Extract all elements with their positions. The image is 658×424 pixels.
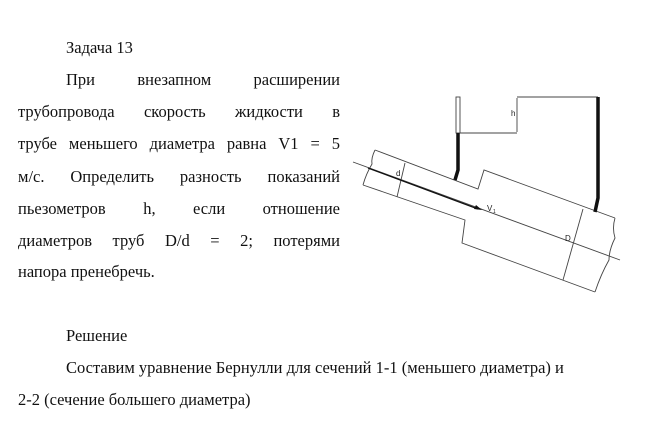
task-text-line: м/с. Определить разность показаний <box>18 167 340 186</box>
task-text-line: диаметров труб D/d = 2; потерями <box>18 231 340 250</box>
velocity-arrow <box>367 167 479 210</box>
task-text-line: пьезометров h, если отношение <box>18 199 340 218</box>
pipe-top-wall <box>374 149 616 219</box>
task-text-line: трубе меньшего диаметра равна V1 = 5 <box>18 134 340 153</box>
pipe-break-right <box>594 217 616 293</box>
task-title: Задача 13 <box>66 38 133 57</box>
solution-text-line: 2-2 (сечение большего диаметра) <box>18 390 251 409</box>
pipe-bottom-wall <box>362 184 596 293</box>
D-dimension <box>562 208 584 281</box>
v-subscript: 1 <box>493 209 496 215</box>
solution-text-line: Составим уравнение Бернулли для сечений … <box>66 358 564 377</box>
arrow-head-icon <box>474 205 482 210</box>
task-text-line: трубопровода скорость жидкости в <box>18 102 340 121</box>
v-label: V <box>487 204 493 213</box>
piezometer-2-liquid <box>593 97 600 213</box>
pipe-break-left <box>362 149 376 186</box>
solution-title: Решение <box>66 326 128 345</box>
task-text-line: При внезапном расширении <box>66 70 340 89</box>
D-label: D <box>565 234 571 243</box>
h-label: h <box>511 109 515 118</box>
task-text-line: напора пренебречь. <box>18 262 155 281</box>
piezometer-1-tube <box>455 96 461 134</box>
piezometer-1-liquid <box>453 133 460 181</box>
d-label: d <box>396 169 400 178</box>
